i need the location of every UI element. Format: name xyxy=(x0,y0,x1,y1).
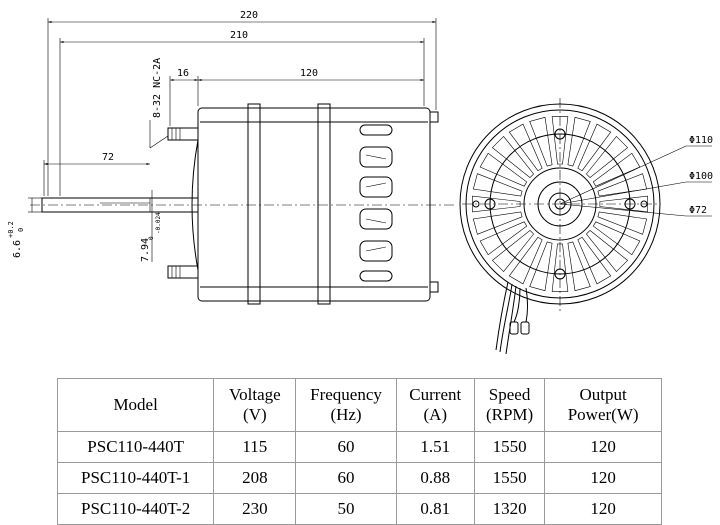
motor-body xyxy=(197,107,431,302)
stator-tooth xyxy=(592,221,641,256)
stator-tooth xyxy=(551,116,569,165)
stator-tooth xyxy=(597,173,648,197)
clamp-band-right xyxy=(317,103,331,305)
stator-tooth xyxy=(508,236,543,285)
vent-slots xyxy=(359,124,393,282)
mounting-holes xyxy=(472,128,648,280)
cell-output-power: 120 xyxy=(544,493,662,525)
stator-tooth xyxy=(472,195,521,213)
stator-tooth xyxy=(585,229,629,273)
table-row: PSC110-440T 115 60 1.51 1550 120 xyxy=(56,431,662,463)
motor-technical-drawing: 220 210 16 120 72 8-32 NC-2A 6.6 +0.2 0 … xyxy=(7,10,713,355)
cell-current: 0.88 xyxy=(395,462,475,494)
header-voltage: Voltage(V) xyxy=(213,378,297,432)
table-row: PSC110-440T-2 230 50 0.81 1320 120 xyxy=(56,493,662,525)
shaft xyxy=(41,197,199,213)
dim-flat: 7.94 xyxy=(140,238,151,262)
dim-dia-110: Φ110 xyxy=(689,135,713,146)
cell-model: PSC110-440T xyxy=(56,431,215,463)
end-view: Φ110 Φ100 Φ72 xyxy=(459,98,713,355)
header-current: Current(A) xyxy=(395,378,475,432)
cell-voltage: 208 xyxy=(213,462,297,494)
clamp-band-left xyxy=(247,103,261,305)
dim-72: 72 xyxy=(102,152,114,163)
mounting-studs xyxy=(167,111,439,293)
stator-tooth xyxy=(551,243,569,292)
stator-tooth xyxy=(599,195,648,213)
stator-tooth xyxy=(529,241,553,292)
stator-tooth xyxy=(597,211,648,235)
cell-frequency: 60 xyxy=(295,431,397,463)
stator-tooth xyxy=(585,135,629,179)
stator-tooth xyxy=(567,241,591,292)
cell-voltage: 115 xyxy=(213,431,297,463)
stator-tooth xyxy=(577,236,612,285)
stator-tooth xyxy=(577,123,612,172)
end-view-outer-ring xyxy=(459,103,661,305)
table-row: PSC110-440T-1 208 60 0.88 1550 120 xyxy=(56,462,662,494)
cell-voltage: 230 xyxy=(213,493,297,525)
stator-tooth xyxy=(567,116,591,167)
stator-tooth xyxy=(491,135,535,179)
dim-120: 120 xyxy=(300,68,318,79)
dim-16: 16 xyxy=(177,68,189,79)
dim-flat-tol-lower: -0.024 xyxy=(155,212,162,234)
thread-callout: 8-32 NC-2A xyxy=(152,58,163,118)
stator-tooth xyxy=(472,211,523,235)
dim-dia-100: Φ100 xyxy=(689,171,713,182)
dim-shaft-dia-tol-lower: 0 xyxy=(17,228,25,232)
stator-tooth xyxy=(491,229,535,273)
cell-frequency: 60 xyxy=(295,462,397,494)
cell-frequency: 50 xyxy=(295,493,397,525)
cell-speed: 1320 xyxy=(473,493,546,525)
cell-model: PSC110-440T-1 xyxy=(56,462,215,494)
side-view: 220 210 16 120 72 8-32 NC-2A 6.6 +0.2 0 … xyxy=(7,10,455,305)
stator-tooth xyxy=(472,173,523,197)
lead-wires xyxy=(495,281,530,355)
specifications-table: Model Voltage(V) Frequency(Hz) Current(A… xyxy=(56,378,662,525)
stator-tooth xyxy=(479,221,528,256)
stator-tooth xyxy=(479,152,528,187)
dim-220: 220 xyxy=(240,10,258,21)
stator-tooth xyxy=(529,116,553,167)
stator-tooth xyxy=(508,123,543,172)
cell-speed: 1550 xyxy=(473,462,546,494)
cell-speed: 1550 xyxy=(473,431,546,463)
cell-current: 0.81 xyxy=(395,493,475,525)
cell-model: PSC110-440T-2 xyxy=(56,493,215,525)
dim-flat-tol-upper: 0 xyxy=(148,236,155,240)
dim-shaft-dia-tol-upper: +0.2 xyxy=(7,221,15,238)
header-frequency: Frequency(Hz) xyxy=(295,378,397,432)
dim-210: 210 xyxy=(230,30,248,41)
cell-output-power: 120 xyxy=(544,431,662,463)
motor-end-cap xyxy=(191,139,199,271)
table-header-row: Model Voltage(V) Frequency(Hz) Current(A… xyxy=(56,378,662,432)
header-model: Model xyxy=(56,378,215,432)
header-speed: Speed(RPM) xyxy=(473,378,546,432)
cell-current: 1.51 xyxy=(395,431,475,463)
dim-dia-72: Φ72 xyxy=(689,205,707,216)
dim-shaft-dia: 6.6 xyxy=(12,240,23,258)
cell-output-power: 120 xyxy=(544,462,662,494)
